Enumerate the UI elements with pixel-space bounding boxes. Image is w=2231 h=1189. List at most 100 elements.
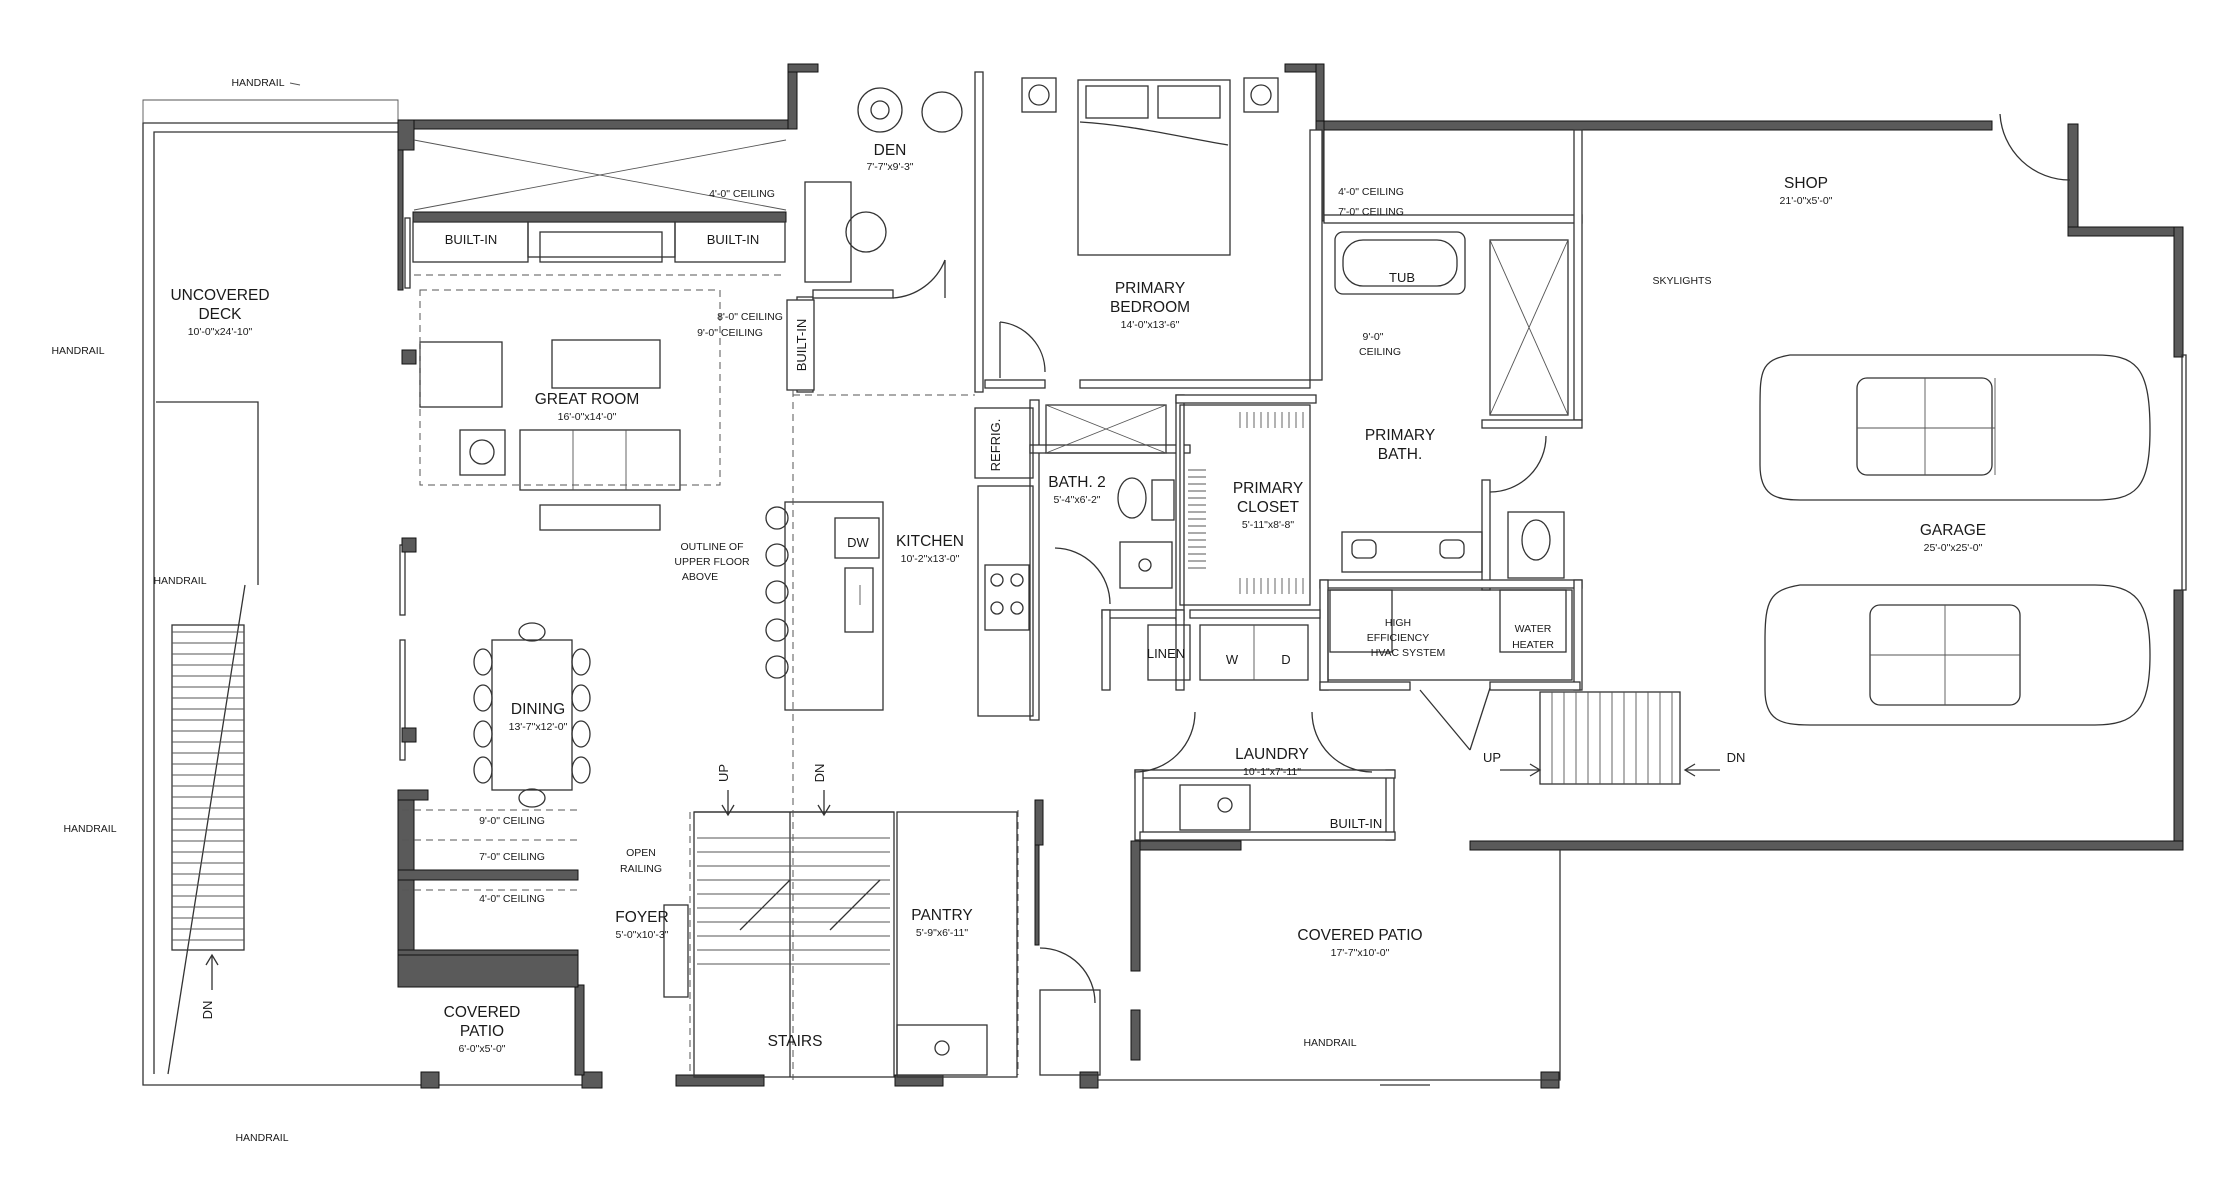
ceiling-7-foyer: 7'-0" CEILING (479, 851, 545, 863)
primary-bedroom-name-2: BEDROOM (1110, 299, 1190, 316)
deck-stairs-dn-label: DN (200, 1001, 215, 1020)
skylights-note: SKYLIGHTS (1653, 275, 1712, 287)
primary-bath-name-2: BATH. (1378, 446, 1423, 463)
deck-dims: 10'-0"x24'-10" (188, 326, 253, 338)
foyer-dims: 5'-0"x10'-3" (616, 929, 669, 941)
bar-stool (765, 506, 789, 530)
room-labels: DEN 7'-7"x9'-3" PRIMARY BEDROOM 14'-0"x1… (170, 142, 1986, 1055)
den-furniture (804, 87, 963, 299)
covered-patio-outline (1098, 850, 1561, 1086)
outline-note-1: OUTLINE OF (680, 541, 743, 553)
ceiling-4-foyer: 4'-0" CEILING (479, 893, 545, 905)
deck-name-1: UNCOVERED (170, 287, 269, 304)
dining-chair (571, 756, 591, 784)
bedroom-furniture (999, 77, 1279, 378)
den-dims: 7'-7"x9'-3" (866, 161, 913, 173)
refrig-label: REFRIG. (988, 419, 1003, 472)
ceiling-4-top: 4'-0" CEILING (709, 188, 775, 200)
open-railing-2: RAILING (620, 863, 662, 875)
kitchen-fixtures (765, 407, 1034, 717)
hvac-label-3: HVAC SYSTEM (1371, 647, 1445, 659)
built-in-laundry: BUILT-IN (1330, 816, 1383, 831)
garage-car-top (1759, 354, 2151, 501)
dining-chair (571, 684, 591, 712)
dining-chair (473, 756, 493, 784)
hvac-label-2: EFFICIENCY (1367, 632, 1429, 644)
primary-closet-name-2: CLOSET (1237, 499, 1300, 516)
pantry-dims: 5'-9"x6'-11" (916, 927, 968, 939)
dining-chair (571, 720, 591, 748)
stairs-up-label: UP (716, 764, 731, 782)
primary-closet-name-1: PRIMARY (1233, 480, 1303, 497)
dining-chair (571, 648, 591, 676)
dining-chair (518, 622, 546, 642)
primary-bedroom-dims: 14'-0"x13'-6" (1121, 319, 1180, 331)
pantry (896, 811, 1101, 1078)
deck-stairs (172, 631, 244, 941)
uncovered-deck-outline (142, 99, 598, 1086)
handrail-note-bottom: HANDRAIL (235, 1132, 288, 1144)
hvac-label-1: HIGH (1385, 617, 1411, 629)
built-in-cabinets (412, 139, 815, 391)
entry-patio-dims: 6'-0"x5'-0" (458, 1043, 505, 1055)
great-room-furniture (419, 289, 721, 531)
garage-door (2181, 354, 2187, 591)
handrail-note-left-3: HANDRAIL (63, 823, 116, 835)
outline-note-2: UPPER FLOOR (674, 556, 750, 568)
laundry (1134, 589, 1573, 831)
upper-floor-outline (402, 390, 1019, 1080)
laundry-name: LAUNDRY (1235, 746, 1309, 763)
ceiling-9-great: 9'-0" CEILING (697, 327, 763, 339)
handrail-note-patio: HANDRAIL (1303, 1037, 1356, 1049)
ceiling-9-bath-2: CEILING (1359, 346, 1401, 358)
bar-stool (765, 580, 789, 604)
bar-stool (765, 655, 789, 679)
primary-closet-dims: 5'-11"x8'-8" (1242, 519, 1294, 531)
garage-stairs-dn-label: DN (1727, 750, 1746, 765)
dining-name: DINING (511, 701, 565, 718)
kitchen-dims: 10'-2"x13'-0" (901, 553, 960, 565)
ceiling-9-bath-1: 9'-0" (1363, 331, 1384, 343)
built-in-right: BUILT-IN (707, 232, 760, 247)
dishwasher-label: DW (847, 535, 869, 550)
handrail-note-top: HANDRAIL (231, 77, 284, 89)
ceiling-9-foyer: 9'-0" CEILING (479, 815, 545, 827)
covered-patio-dims: 17'-7"x10'-0" (1331, 947, 1390, 959)
dining-dims: 13'-7"x12'-0" (509, 721, 568, 733)
direction-arrows (205, 763, 1720, 990)
deck-name-2: DECK (198, 306, 242, 323)
great-room-name: GREAT ROOM (535, 391, 640, 408)
outline-note-3: ABOVE (682, 571, 718, 583)
great-room-dims: 16'-0"x14'-0" (558, 411, 617, 423)
garage-stairs-up-label: UP (1483, 750, 1501, 765)
annotation-notes: HANDRAIL HANDRAIL HANDRAIL HANDRAIL HAND… (51, 77, 1745, 1144)
shop-name: SHOP (1784, 175, 1828, 192)
shop-door (1999, 113, 2071, 181)
primary-closet (1045, 404, 1311, 606)
ceiling-8-great: 8'-0" CEILING (717, 311, 783, 323)
bar-stool (765, 618, 789, 642)
garage-dims: 25'-0"x25'-0" (1924, 542, 1983, 554)
kitchen-name: KITCHEN (896, 533, 964, 550)
ceiling-7-bath: 7'-0" CEILING (1338, 206, 1404, 218)
garage-stairs (1539, 691, 1681, 785)
primary-bath-name-1: PRIMARY (1365, 427, 1435, 444)
laundry-dims: 10'-1"x7'-11" (1243, 766, 1301, 778)
bath2-fixtures (1054, 477, 1175, 605)
covered-patio-name: COVERED PATIO (1297, 927, 1422, 944)
bath2-dims: 5'-4"x6'-2" (1053, 494, 1100, 506)
bar-stool (765, 543, 789, 567)
linen-label: LINEN (1147, 646, 1185, 661)
interior-partitions (397, 71, 1583, 988)
dryer-label: D (1281, 652, 1290, 667)
shop-dims: 21'-0"x5'-0" (1780, 195, 1833, 207)
dining-chair (518, 788, 546, 808)
foyer-name: FOYER (615, 909, 668, 926)
built-in-den: BUILT-IN (794, 319, 809, 372)
primary-bedroom-name-1: PRIMARY (1115, 280, 1185, 297)
ceiling-4-bath: 4'-0" CEILING (1338, 186, 1404, 198)
primary-bath-fixtures (1334, 231, 1569, 579)
den-name: DEN (874, 142, 907, 159)
washer-label: W (1226, 652, 1239, 667)
water-heater-label-1: WATER (1515, 623, 1552, 635)
